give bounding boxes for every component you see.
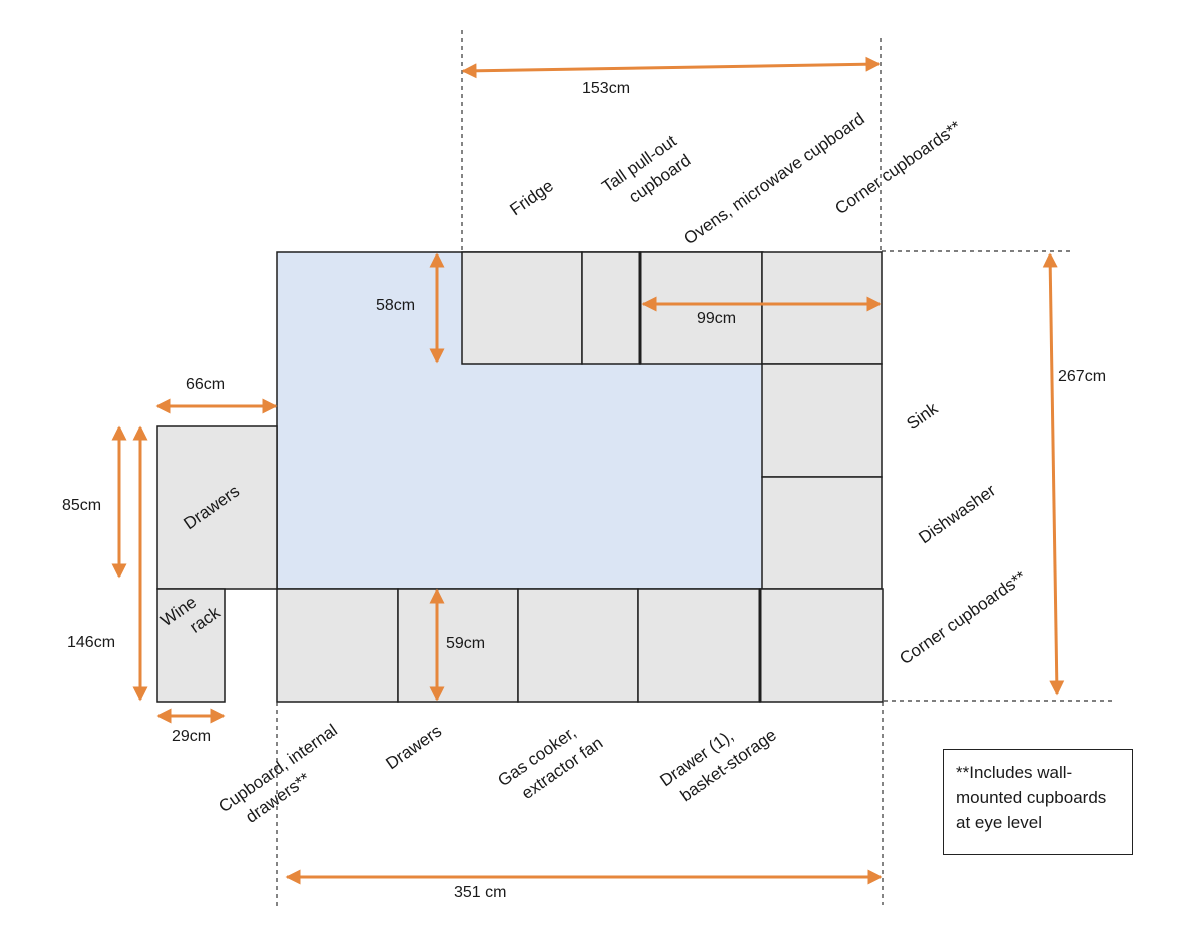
unit-drawers-left (156, 425, 278, 590)
label-gas-cooker: Gas cooker, extractor fan (494, 723, 606, 803)
dim-wine-width: 29cm (172, 728, 211, 745)
unit-cupboard-internal (276, 588, 399, 703)
unit-ovens (639, 251, 763, 365)
label-fridge: Fridge (506, 176, 556, 219)
footnote-box: **Includes wall- mounted cupboards at ey… (943, 749, 1133, 855)
unit-corner-top (761, 251, 883, 365)
label-sink: Sink (903, 398, 941, 433)
label-corner-bottom: Corner cupboards** (896, 567, 1030, 668)
left-units (156, 425, 278, 703)
dim-left-width: 66cm (186, 376, 225, 393)
dim-right-height: 267cm (1058, 368, 1106, 385)
label-dishwasher: Dishwasher (915, 481, 999, 548)
label-cupboard-internal: Cupboard, internal drawers** (215, 720, 340, 826)
dimension-arrows (111, 56, 1065, 885)
label-tall-pullout: Tall pull-out cupboard (598, 131, 694, 207)
right-units (761, 363, 883, 590)
unit-corner-bottom (759, 588, 884, 703)
unit-dishwasher (761, 476, 883, 590)
unit-tall-pullout (581, 251, 641, 365)
unit-wine-rack (156, 588, 226, 703)
top-units (461, 251, 883, 365)
footnote-line-2: mounted cupboards (956, 788, 1107, 807)
guide-lines (276, 30, 1112, 910)
arrow-153 (461, 56, 881, 79)
bottom-units (276, 588, 884, 703)
dim-top-width: 153cm (582, 80, 630, 97)
label-drawer-basket: Drawer (1), basket-storage (656, 725, 779, 805)
dim-top-depth: 58cm (376, 297, 415, 314)
unit-drawer-basket (637, 588, 761, 703)
dim-bottom-depth: 59cm (446, 635, 485, 652)
unit-drawers-bottom (397, 588, 519, 703)
unit-gas-cooker (517, 588, 639, 703)
footnote-line-3: at eye level (956, 813, 1042, 832)
dim-drawers-height: 85cm (62, 497, 101, 514)
dim-oven-corner-width: 99cm (697, 310, 736, 327)
dim-left-total-height: 146cm (67, 634, 115, 651)
unit-fridge (461, 251, 583, 365)
unit-sink (761, 363, 883, 478)
footnote-line-1: **Includes wall- (956, 763, 1073, 782)
arrow-267 (1042, 252, 1065, 696)
dim-bottom-width: 351 cm (454, 884, 506, 901)
label-drawers-bottom: Drawers (382, 721, 445, 773)
label-ovens: Ovens, microwave cupboard (680, 109, 867, 248)
